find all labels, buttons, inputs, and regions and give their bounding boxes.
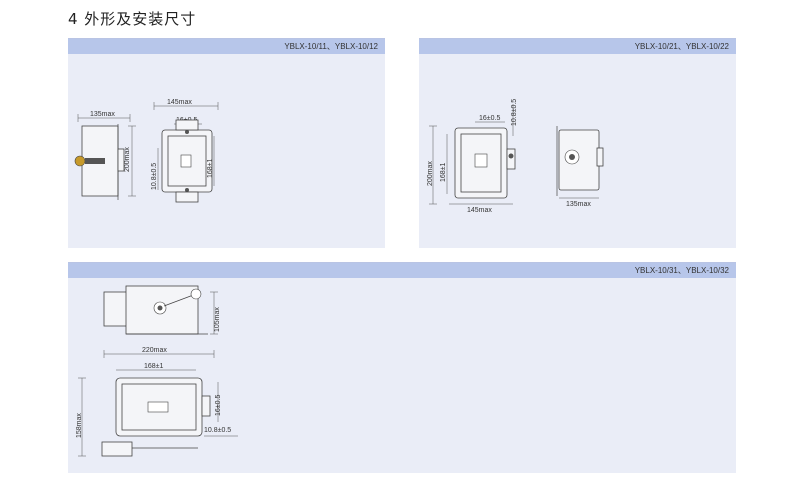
- panel-header: YBLX-10/31、YBLX-10/32: [68, 263, 736, 278]
- dim-200max: 200max: [427, 161, 434, 186]
- dim-10-8: 10.8±0.5: [511, 99, 518, 126]
- dim-200max: 200max: [124, 147, 131, 172]
- dim-16: 16±0.5: [215, 395, 222, 416]
- dim-135max: 135max: [566, 201, 591, 208]
- section-title: 4 外形及安装尺寸: [68, 10, 197, 28]
- dim-10-8: 10.8±0.5: [204, 427, 231, 434]
- top-view: 105max: [103, 285, 221, 335]
- dim-105max: 105max: [214, 307, 221, 332]
- front-view: 220max 168±1 158max 16±0.5 10.8±0.5: [76, 347, 238, 457]
- dim-158max: 158max: [76, 413, 83, 438]
- side-view: 135max: [556, 126, 604, 208]
- dim-145max: 145max: [167, 99, 192, 106]
- dim-16: 16±0.5: [479, 115, 500, 122]
- dim-168: 168±1: [144, 363, 164, 370]
- panel-header: YBLX-10/11、YBLX-10/12: [68, 39, 385, 54]
- dim-168: 168±1: [207, 158, 214, 178]
- side-view: 135max 200max: [74, 111, 136, 200]
- drawing-yblx-10-11: 135max 200max 145max 16±0.5: [74, 99, 219, 203]
- dim-220max: 220max: [142, 347, 167, 354]
- dim-168: 168±1: [440, 162, 447, 182]
- drawing-yblx-10-21: 200max 168±1 16±0.5 10.8±0.5 145max 135m…: [427, 99, 604, 214]
- dim-135max: 135max: [90, 111, 115, 118]
- panel-header: YBLX-10/21、YBLX-10/22: [419, 39, 736, 54]
- front-view: 145max 16±0.5 168±1 10.8±0.5: [151, 99, 219, 203]
- dim-10-8: 10.8±0.5: [151, 163, 158, 190]
- front-view: 200max 168±1 16±0.5 10.8±0.5 145max: [427, 99, 518, 214]
- panel-yblx-10-21: YBLX-10/21、YBLX-10/22 200max 168±1 16±0.…: [419, 38, 736, 248]
- panel-yblx-10-11: YBLX-10/11、YBLX-10/12 135max 200max 145m…: [68, 38, 385, 248]
- panel-yblx-10-31: YBLX-10/31、YBLX-10/32 105max 220max 168±…: [68, 262, 736, 473]
- dim-145max: 145max: [467, 207, 492, 214]
- drawing-yblx-10-31: 105max 220max 168±1 158max 16±0.5 10.8±0…: [76, 285, 238, 457]
